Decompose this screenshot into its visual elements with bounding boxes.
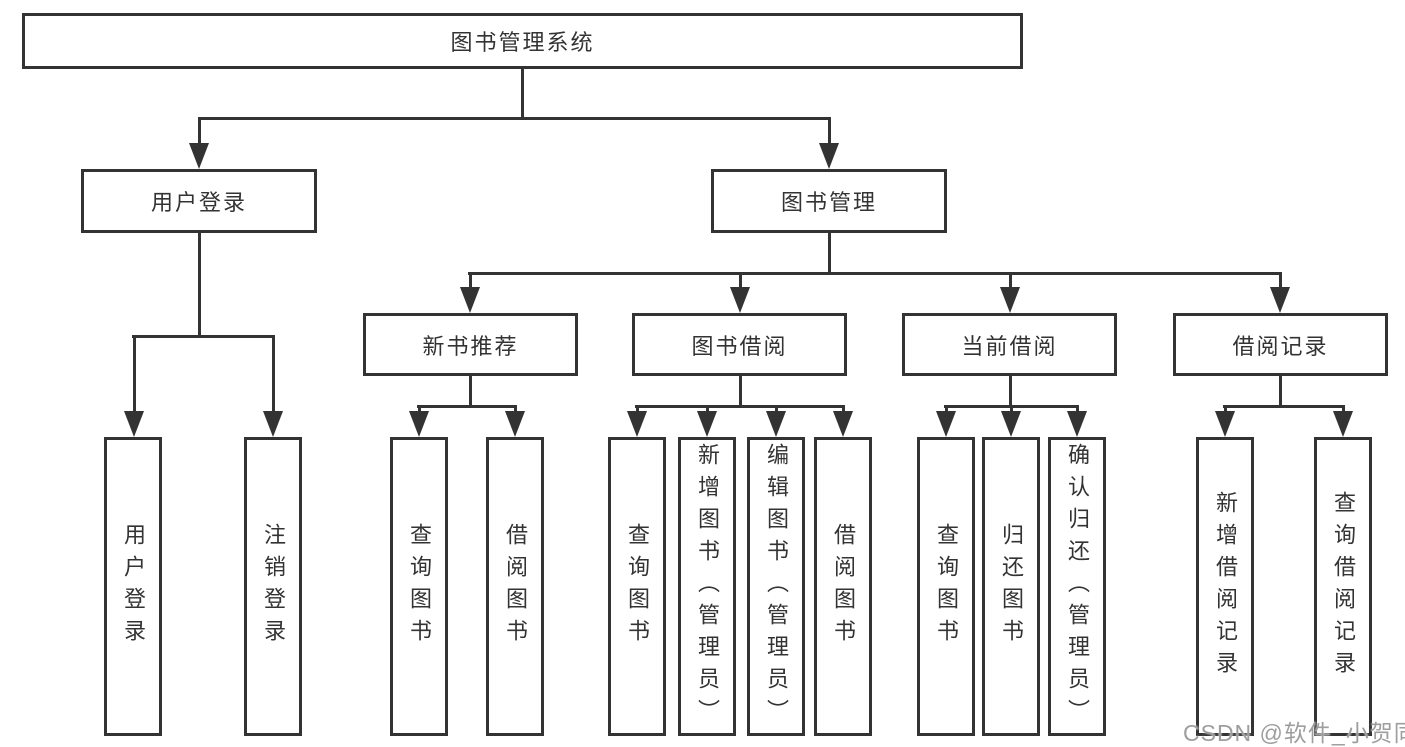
arrowhead-to-borrowing-query [627,411,647,437]
arrow-line-to-records-query [1342,405,1345,414]
arrow-line-to-book-management [828,117,831,145]
leaf-recommend-borrow-books: 借阅图书 [486,437,544,736]
connector-book-management-stem [828,233,831,275]
arrowhead-to-recommend-borrow [505,411,525,437]
arrow-line-to-borrowing-add [706,405,709,414]
arrow-line-to-borrow-records [1279,272,1282,289]
leaf-current-return-books: 归还图书 [982,437,1040,736]
node-root-system: 图书管理系统 [22,13,1023,69]
arrowhead-to-user-login [189,143,209,169]
arrow-line-to-current-confirm [1076,405,1079,414]
arrow-line-to-borrowing-edit [775,405,778,414]
arrowhead-to-leaf-logout [263,411,283,437]
node-user-login: 用户登录 [81,169,317,233]
arrowhead-to-records-query [1333,411,1353,437]
arrow-line-to-recommend-borrow [514,405,517,414]
arrowhead-to-current-return [1001,411,1021,437]
arrow-line-to-leaf-logout [272,335,275,413]
connector-records-hline [1223,405,1345,408]
connector-user-login-hline [132,335,275,338]
connector-root-stem [521,68,524,120]
arrow-line-to-new-book-recommend [469,272,472,289]
connector-borrowing-hline [635,405,845,408]
arrow-line-to-current-borrowing [1009,272,1012,289]
connector-borrowing-stem [739,376,742,408]
arrow-line-to-borrowing-borrow [842,405,845,414]
leaf-current-query-books: 查询图书 [917,437,975,736]
arrowhead-to-borrowing-edit [766,411,786,437]
arrowhead-to-records-add [1215,411,1235,437]
leaf-records-query-record: 查询借阅记录 [1314,437,1372,736]
connector-recommend-hline [417,405,517,408]
arrowhead-to-borrowing-borrow [833,411,853,437]
arrowhead-to-borrowing-add [697,411,717,437]
arrowhead-to-book-borrowing [730,287,750,313]
arrow-line-to-current-query [945,405,948,414]
arrow-line-to-records-add [1224,405,1227,414]
leaf-records-add-record: 新增借阅记录 [1196,437,1254,736]
leaf-borrowing-edit-books-admin: 编辑图书（管理员） [747,437,805,736]
node-current-borrowing: 当前借阅 [902,313,1117,376]
arrowhead-to-leaf-user-login [124,411,144,437]
csdn-watermark: CSDN @软件_小贺同学 [1183,720,1405,746]
connector-level2-hline [468,272,1282,275]
arrow-line-to-book-borrowing [739,272,742,289]
connector-user-login-stem [198,233,201,338]
arrowhead-to-new-book-recommend [460,287,480,313]
leaf-borrowing-query-books: 查询图书 [608,437,666,736]
node-book-borrowing: 图书借阅 [632,313,847,376]
leaf-borrowing-borrow-books: 借阅图书 [814,437,872,736]
node-borrow-records: 借阅记录 [1173,313,1388,376]
arrowhead-to-book-management [819,143,839,169]
arrowhead-to-current-query [936,411,956,437]
arrowhead-to-recommend-query [409,411,429,437]
connector-current-stem [1009,376,1012,408]
arrowhead-to-current-confirm [1067,411,1087,437]
connector-recommend-stem [469,376,472,408]
arrow-line-to-borrowing-query [636,405,639,414]
arrow-line-to-leaf-user-login [133,335,136,413]
arrow-line-to-recommend-query [418,405,421,414]
leaf-recommend-query-books: 查询图书 [390,437,448,736]
arrow-line-to-current-return [1010,405,1013,414]
arrowhead-to-borrow-records [1270,287,1290,313]
leaf-logout: 注销登录 [244,437,302,736]
node-new-book-recommend: 新书推荐 [363,313,578,376]
leaf-borrowing-add-books-admin: 新增图书（管理员） [678,437,736,736]
connector-records-stem [1279,376,1282,408]
leaf-current-confirm-return-admin: 确认归还（管理员） [1048,437,1106,736]
connector-level1-hline [198,117,831,120]
arrow-line-to-user-login [198,117,201,145]
node-book-management: 图书管理 [711,169,947,233]
leaf-user-login: 用户登录 [104,437,162,736]
arrowhead-to-current-borrowing [1000,287,1020,313]
